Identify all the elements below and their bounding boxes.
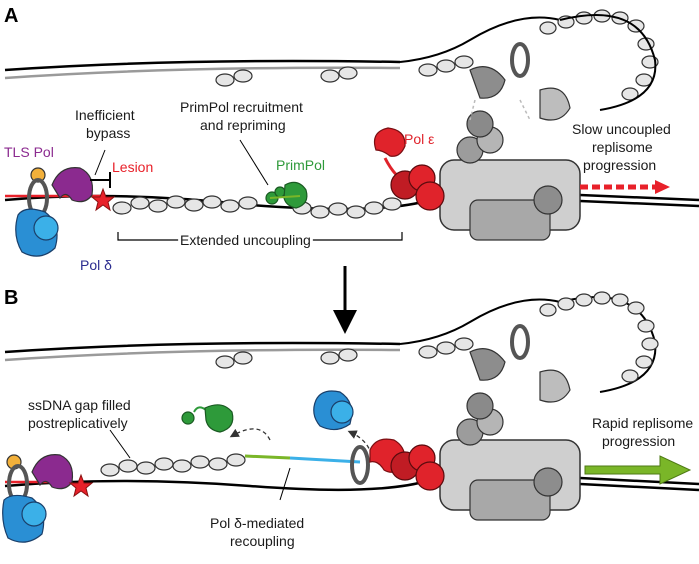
tls-complex <box>15 167 94 257</box>
parental-duplex-a <box>579 193 699 202</box>
uncoupling-bracket <box>117 232 403 241</box>
label-rapid-1: Rapid replisome <box>592 415 693 431</box>
label-pol-delta: Pol δ <box>80 257 112 273</box>
tls-pol-shape <box>51 167 94 203</box>
pol-delta-sub-a <box>33 215 59 241</box>
label-lesion: Lesion <box>112 159 153 175</box>
label-ssdna-2: postreplicatively <box>28 415 128 431</box>
label-slow-2: replisome <box>592 139 653 155</box>
label-primpol: PrimPol <box>276 157 325 173</box>
block-symbol <box>90 172 111 188</box>
label-pol-epsilon: Pol ε <box>404 131 434 147</box>
panel-a: A <box>4 5 699 273</box>
primpol-released <box>181 404 234 433</box>
tls-complex-b <box>2 454 74 543</box>
label-inefficient-2: bypass <box>86 125 130 141</box>
label-pol-delta-mediated-1: Pol δ-mediated <box>210 515 304 531</box>
label-slow-3: progression <box>583 157 656 173</box>
replisome-a <box>373 42 581 241</box>
panel-b: B <box>2 287 699 549</box>
lesion-star <box>90 187 116 212</box>
parental-strand <box>399 16 561 63</box>
leading-strand-new <box>4 66 401 80</box>
rpa-coat-a <box>112 9 659 219</box>
replisome-b <box>350 324 581 521</box>
label-tls-pol: TLS Pol <box>4 144 54 160</box>
primpol-a <box>265 181 308 209</box>
label-slow-1: Slow uncoupled <box>572 121 671 137</box>
rapid-progression-arrow <box>584 455 692 485</box>
pol-epsilon-shape <box>373 127 406 157</box>
bypass-pointer <box>94 149 106 176</box>
label-pol-delta-mediated-2: recoupling <box>230 533 295 549</box>
parental-duplex-a2 <box>579 199 699 208</box>
label-extended-uncoupling: Extended uncoupling <box>180 232 311 248</box>
label-primpol-recruit-1: PrimPol recruitment <box>180 99 303 115</box>
label-rapid-2: progression <box>602 433 675 449</box>
pol-delta-released <box>313 390 354 431</box>
panel-a-letter: A <box>4 5 18 27</box>
label-primpol-recruit-2: and repriming <box>200 117 286 133</box>
rpa-coat-b <box>100 291 659 477</box>
lagging-loop <box>559 14 657 111</box>
primpol-pointer <box>239 139 269 186</box>
leading-strand-top <box>4 59 401 72</box>
label-inefficient-1: Inefficient <box>75 107 135 123</box>
label-ssdna-1: ssDNA gap filled <box>28 397 131 413</box>
panel-b-letter: B <box>4 287 18 309</box>
lesion-star-b <box>68 473 94 498</box>
